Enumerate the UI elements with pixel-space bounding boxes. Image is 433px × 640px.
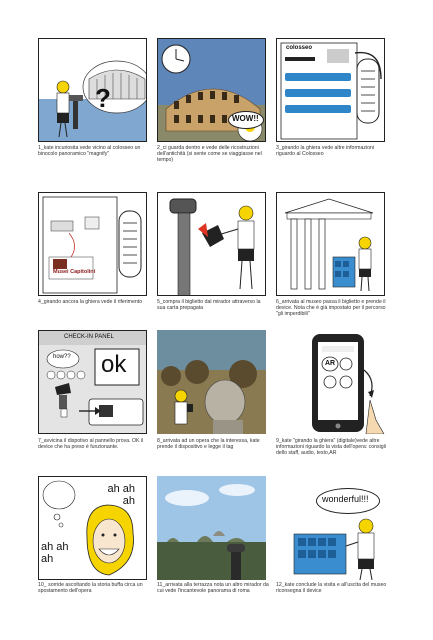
panel-1: ? (38, 38, 147, 142)
speech-bubble (316, 488, 380, 514)
panel-4-illustration (42, 196, 142, 294)
ok-display: ok (101, 351, 127, 378)
panel-6-illustration (277, 193, 384, 295)
speech-bubble (228, 111, 264, 129)
wonderful-text: wonderful!!! (322, 494, 369, 504)
question-mark: ? (95, 83, 111, 113)
panel-11 (157, 476, 266, 580)
laugh-text-top: ah ah ah (107, 483, 135, 507)
panel-10-caption: 10_ sorride ascoltando la storia buffa c… (38, 582, 143, 595)
panel-3-caption: 3_girando la ghiera vede altre informazi… (276, 145, 375, 158)
panel-2: WOW!! (157, 38, 266, 142)
panel-10: ah ah ah ah ah ah (38, 476, 147, 580)
check-in-panel-title: CHECK-IN PANEL (64, 334, 114, 340)
panel-12: wonderful!!! (276, 476, 385, 580)
panel-8-illustration (157, 330, 266, 434)
panel-8 (157, 330, 266, 434)
panel-6-caption: 6_arrivata al museo passa il biglietto e… (276, 299, 386, 318)
colosseo-title: colosseo (286, 45, 313, 51)
panel-11-caption: 11_arrivata alla terrazza nota un altro … (157, 582, 269, 595)
ar-icon-label: AR (325, 360, 336, 367)
panel-5-illustration (158, 193, 265, 295)
panel-7: CHECK-IN PANEL how?? ok (38, 330, 147, 434)
panel-8-caption: 8_arrivata ad un opera che la interessa,… (157, 438, 260, 451)
panel-2-caption: 2_ci guarda dentro e vede delle ricostru… (157, 145, 262, 164)
laugh-text-bottom: ah ah ah (41, 541, 69, 565)
panel-10-illustration (39, 477, 146, 579)
panel-1-caption: 1_kate incuriosita vede vicino al coloss… (38, 145, 141, 158)
how-question: how?? (53, 354, 71, 360)
musei-capitolini-label: Musei Capitolini (53, 269, 96, 275)
panel-5 (157, 192, 266, 296)
panel-7-illustration (39, 331, 146, 433)
panel-4-caption: 4_girando ancora la ghiera vede il rifer… (38, 299, 143, 305)
panel-9: AR (276, 330, 385, 434)
wow-text: WOW!! (232, 114, 259, 123)
panel-7-caption: 7_avvicina il dispotivo al pannello prov… (38, 438, 144, 451)
panel-9-illustration (276, 330, 385, 434)
panel-3: colosseo (276, 38, 385, 142)
panel-3-illustration (280, 42, 382, 140)
panel-1-illustration (39, 39, 146, 141)
panel-5-caption: 5_compra il biglietto dal mirador attrav… (157, 299, 261, 312)
panel-11-illustration (157, 476, 266, 580)
panel-9-caption: 9_kate "girando la ghiera" (digitale)ved… (276, 438, 386, 457)
panel-4: Musei Capitolini (38, 192, 147, 296)
panel-12-caption: 12_kate conclude la visita e all'uscita … (276, 582, 387, 595)
panel-6 (276, 192, 385, 296)
